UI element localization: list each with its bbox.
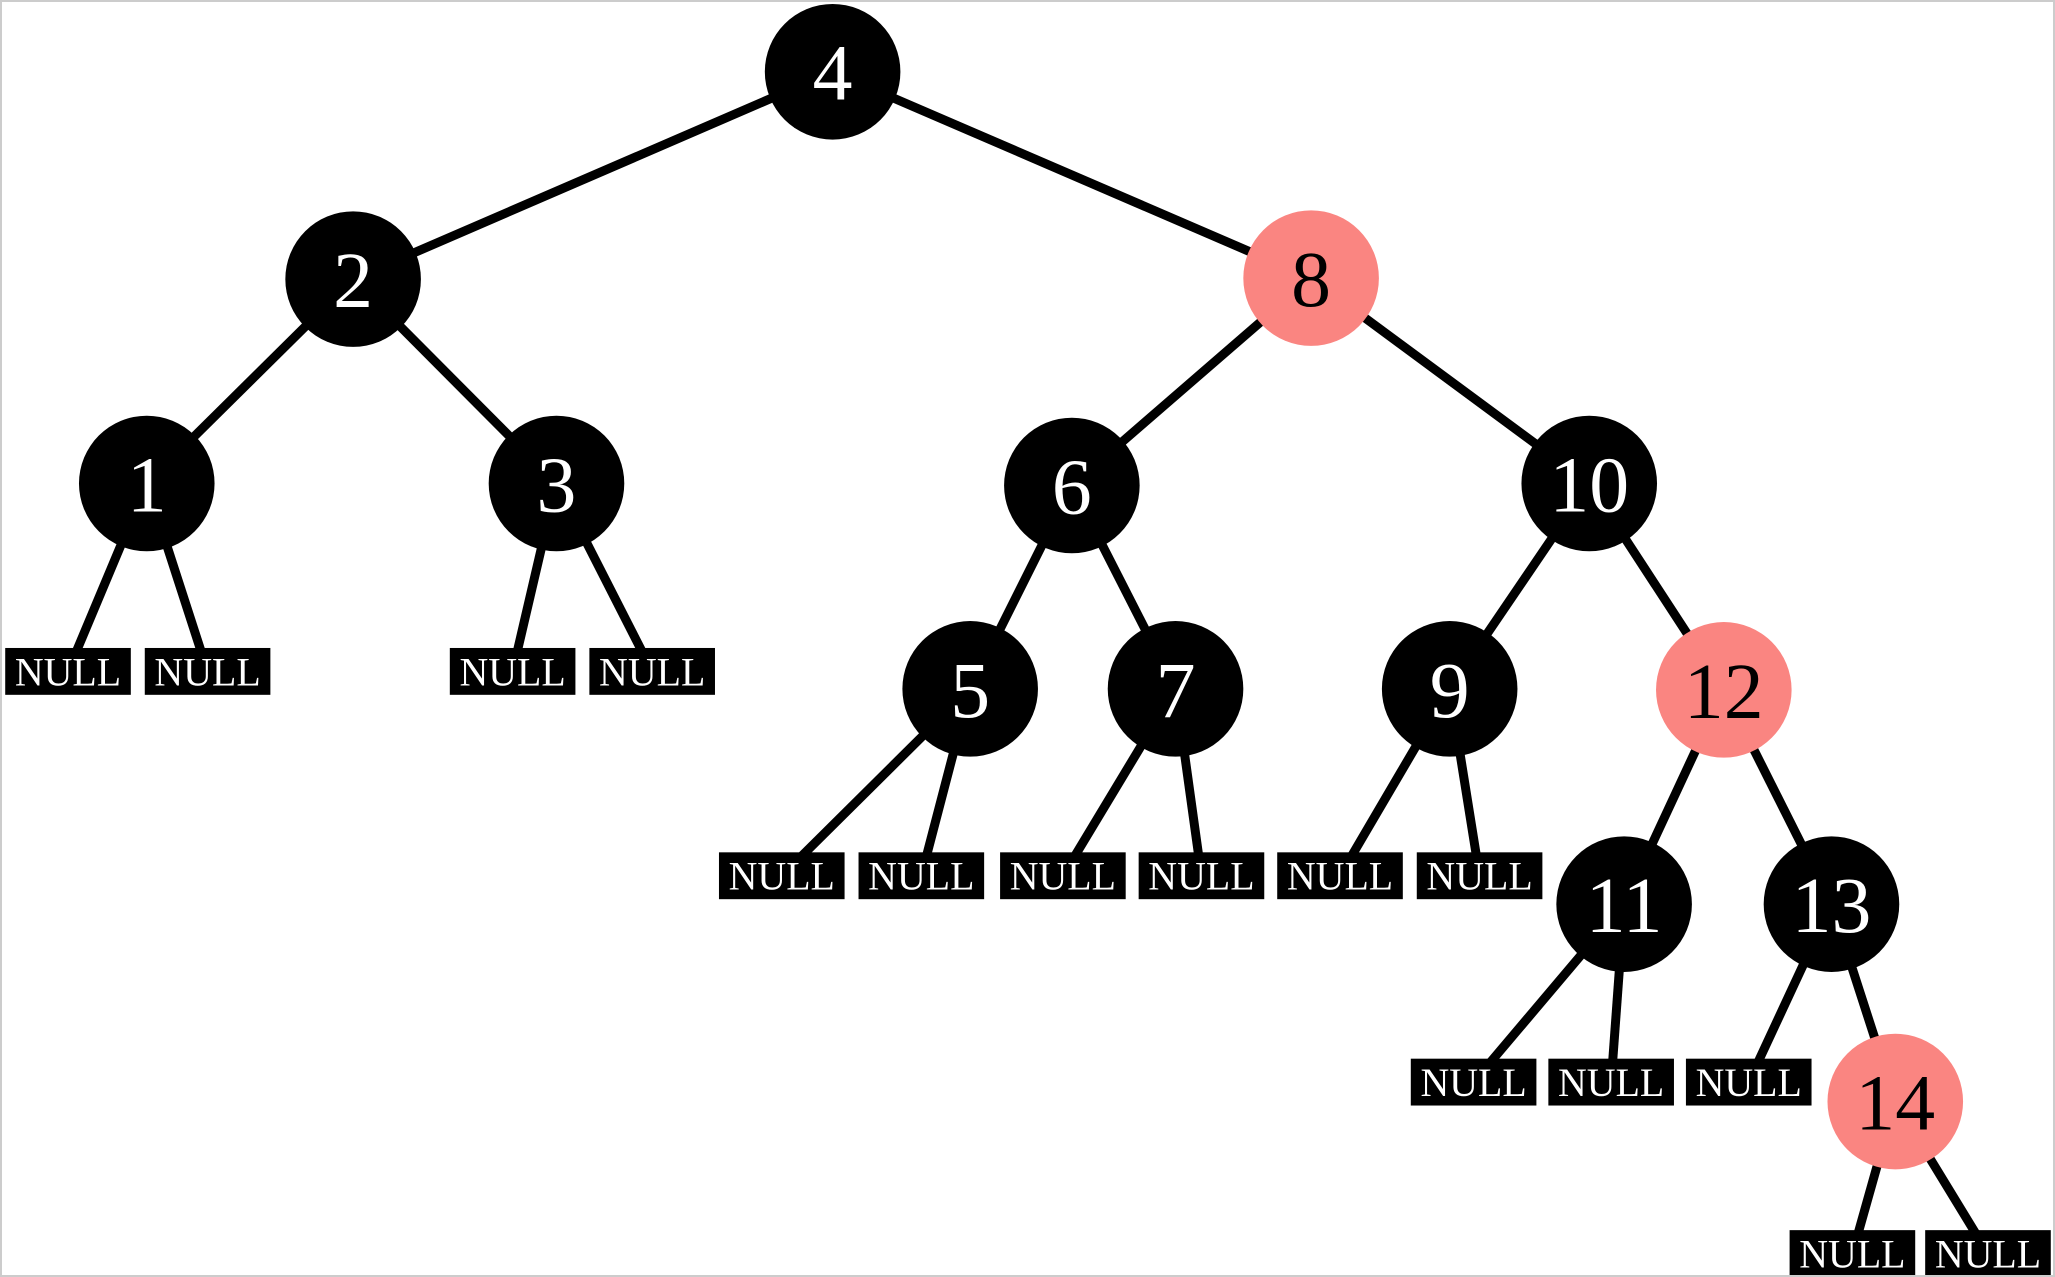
null-leaf-label: NULL xyxy=(15,649,121,694)
null-leaf-box xyxy=(1789,1230,1916,1275)
null-leaf-box xyxy=(718,852,845,900)
null-leaf-label: NULL xyxy=(1935,1232,2041,1275)
null-leaf-box xyxy=(1925,1230,2051,1275)
tree-node-circle-black xyxy=(488,415,625,552)
tree-edge-4-2 xyxy=(351,67,835,284)
null-leaf-box xyxy=(144,647,271,695)
null-leaf-N4: NULL xyxy=(589,647,715,695)
null-leaf-N7: NULL xyxy=(1000,852,1126,900)
tree-edge-4-8 xyxy=(830,67,1313,283)
tree-node-circle-black xyxy=(1381,621,1518,757)
null-leaf-label: NULL xyxy=(868,854,974,899)
tree-node-label: 9 xyxy=(1430,647,1470,735)
tree-node-label: 10 xyxy=(1549,441,1629,529)
tree-node-circle-red xyxy=(1656,622,1792,758)
null-leaf-N12: NULL xyxy=(1548,1058,1674,1106)
null-leaf-N14: NULL xyxy=(1789,1230,1916,1275)
tree-node-circle-black xyxy=(902,621,1038,757)
null-leaf-box xyxy=(1416,852,1543,900)
tree-node-circle-black xyxy=(285,211,421,347)
tree-node-circle-red xyxy=(1243,210,1379,346)
null-leaf-label: NULL xyxy=(599,649,705,694)
tree-node-1: 1 xyxy=(78,415,215,552)
tree-node-label: 5 xyxy=(950,647,990,735)
tree-node-14: 14 xyxy=(1827,1033,1964,1170)
tree-node-label: 14 xyxy=(1855,1059,1935,1147)
null-leaf-N11: NULL xyxy=(1410,1058,1537,1106)
null-leaf-box xyxy=(1277,852,1403,900)
tree-node-5: 5 xyxy=(902,621,1038,757)
null-leaf-box xyxy=(5,647,131,695)
tree-node-circle-red xyxy=(1827,1033,1964,1170)
tree-node-label: 6 xyxy=(1052,443,1092,531)
tree-node-label: 13 xyxy=(1792,862,1872,950)
tree-node-circle-black xyxy=(1004,417,1140,554)
tree-node-13: 13 xyxy=(1763,836,1900,972)
null-leaf-box xyxy=(858,852,985,900)
tree-node-circle-black xyxy=(1107,621,1244,757)
null-leaf-N8: NULL xyxy=(1138,852,1265,900)
tree-node-10: 10 xyxy=(1521,415,1658,552)
null-leaf-N5: NULL xyxy=(718,852,845,900)
tree-node-3: 3 xyxy=(488,415,625,552)
null-leaf-label: NULL xyxy=(1010,854,1116,899)
null-leaf-N1: NULL xyxy=(5,647,131,695)
null-leaf-box xyxy=(589,647,715,695)
null-leaf-N2: NULL xyxy=(144,647,271,695)
tree-node-circle-black xyxy=(1556,836,1692,972)
null-leaf-box xyxy=(1000,852,1126,900)
null-leaf-label: NULL xyxy=(1558,1060,1664,1105)
tree-node-label: 8 xyxy=(1291,236,1331,324)
tree-node-label: 7 xyxy=(1156,647,1196,735)
tree-node-11: 11 xyxy=(1556,836,1692,972)
tree-node-2: 2 xyxy=(285,211,421,347)
null-leaf-N3: NULL xyxy=(449,647,576,695)
tree-node-label: 11 xyxy=(1586,862,1663,950)
null-leaf-box xyxy=(1410,1058,1537,1106)
null-leaf-box xyxy=(1548,1058,1674,1106)
tree-node-6: 6 xyxy=(1004,417,1140,554)
null-leaf-label: NULL xyxy=(1287,854,1393,899)
tree-node-label: 4 xyxy=(813,30,853,118)
tree-node-4: 4 xyxy=(764,3,901,140)
null-leaf-box xyxy=(1685,1058,1812,1106)
null-leaf-N10: NULL xyxy=(1416,852,1543,900)
null-leaf-N6: NULL xyxy=(858,852,985,900)
null-leaf-label: NULL xyxy=(1696,1060,1802,1105)
null-leaf-box xyxy=(449,647,576,695)
null-leaf-N15: NULL xyxy=(1925,1230,2051,1275)
tree-node-12: 12 xyxy=(1656,622,1792,758)
null-leaf-label: NULL xyxy=(1426,854,1532,899)
tree-node-7: 7 xyxy=(1107,621,1244,757)
tree-node-label: 12 xyxy=(1684,648,1764,736)
tree-node-label: 3 xyxy=(537,441,577,529)
tree-node-label: 2 xyxy=(333,237,373,325)
tree-node-circle-black xyxy=(764,3,901,140)
tree-node-circle-black xyxy=(78,415,215,552)
null-leaf-label: NULL xyxy=(1148,854,1254,899)
tree-node-label: 1 xyxy=(127,441,167,529)
null-leaf-N13: NULL xyxy=(1685,1058,1812,1106)
null-leaf-N9: NULL xyxy=(1277,852,1403,900)
null-leaf-label: NULL xyxy=(1420,1060,1526,1105)
tree-null-layer: NULL NULL NULL NULL NULL NULL NULL NULL NULL NULL… xyxy=(5,647,2051,1275)
null-leaf-label: NULL xyxy=(459,649,565,694)
tree-node-circle-black xyxy=(1763,836,1900,972)
tree-node-circle-black xyxy=(1521,415,1658,552)
null-leaf-label: NULL xyxy=(729,854,835,899)
null-leaf-box xyxy=(1138,852,1265,900)
tree-node-8: 8 xyxy=(1243,210,1379,346)
null-leaf-label: NULL xyxy=(154,649,260,694)
null-leaf-label: NULL xyxy=(1799,1232,1905,1275)
tree-node-9: 9 xyxy=(1381,621,1518,757)
